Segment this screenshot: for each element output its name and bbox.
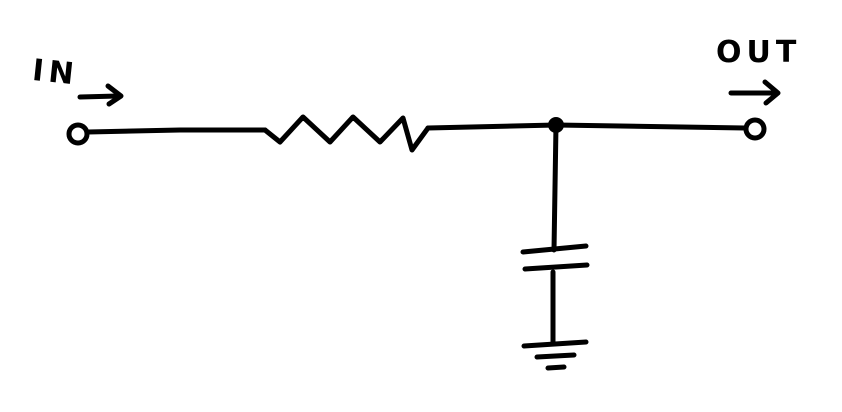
resistor [262, 114, 431, 153]
output-arrow-icon [728, 79, 781, 106]
input-wire [85, 127, 268, 135]
input-label: IN [30, 53, 81, 93]
ground-icon [521, 339, 589, 371]
input-arrow-icon [77, 83, 124, 107]
output-label: OUT [716, 35, 802, 70]
input-terminal [66, 122, 90, 146]
capacitor [520, 243, 590, 272]
output-terminal [743, 117, 767, 141]
output-wire [425, 122, 748, 131]
capacitor-lead-top [551, 122, 559, 253]
